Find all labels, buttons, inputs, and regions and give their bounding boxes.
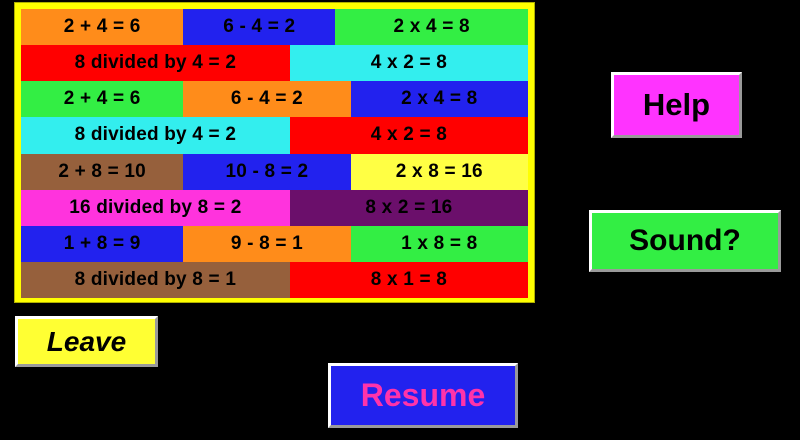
sound-button[interactable]: Sound? bbox=[589, 210, 781, 272]
fact-cell[interactable]: 6 - 4 = 2 bbox=[183, 9, 336, 46]
resume-button[interactable]: Resume bbox=[328, 363, 518, 428]
fact-cell[interactable]: 9 - 8 = 1 bbox=[183, 225, 351, 262]
fact-cell[interactable]: 2 x 4 = 8 bbox=[335, 9, 528, 46]
sound-button-label: Sound? bbox=[629, 224, 741, 257]
fact-cell[interactable]: 10 - 8 = 2 bbox=[183, 153, 351, 190]
fact-cell[interactable]: 2 + 4 = 6 bbox=[21, 9, 184, 46]
help-button-label: Help bbox=[642, 87, 711, 122]
fact-cell[interactable]: 1 + 8 = 9 bbox=[21, 225, 184, 262]
fact-cell[interactable]: 8 divided by 8 = 1 bbox=[21, 261, 290, 298]
help-button[interactable]: Help bbox=[611, 72, 742, 138]
resume-button-label: Resume bbox=[360, 377, 486, 413]
leave-button-label: Leave bbox=[46, 325, 127, 357]
fact-cell[interactable]: 8 x 1 = 8 bbox=[289, 261, 528, 298]
fact-cell[interactable]: 2 + 4 = 6 bbox=[21, 81, 184, 118]
fact-cell[interactable]: 8 divided by 4 = 2 bbox=[21, 45, 290, 82]
fact-cell[interactable]: 8 divided by 4 = 2 bbox=[21, 117, 290, 154]
leave-button[interactable]: Leave bbox=[15, 316, 158, 367]
fact-cell[interactable]: 4 x 2 = 8 bbox=[289, 45, 528, 82]
fact-cell[interactable]: 2 x 4 = 8 bbox=[350, 81, 528, 118]
fact-cell[interactable]: 8 x 2 = 16 bbox=[289, 189, 528, 226]
fact-cell[interactable]: 2 x 8 = 16 bbox=[350, 153, 528, 190]
fact-cell[interactable]: 16 divided by 8 = 2 bbox=[21, 189, 290, 226]
fact-cell[interactable]: 6 - 4 = 2 bbox=[183, 81, 351, 118]
fact-cell[interactable]: 4 x 2 = 8 bbox=[289, 117, 528, 154]
fact-cell[interactable]: 1 x 8 = 8 bbox=[350, 225, 528, 262]
fact-cell[interactable]: 2 + 8 = 10 bbox=[21, 153, 184, 190]
